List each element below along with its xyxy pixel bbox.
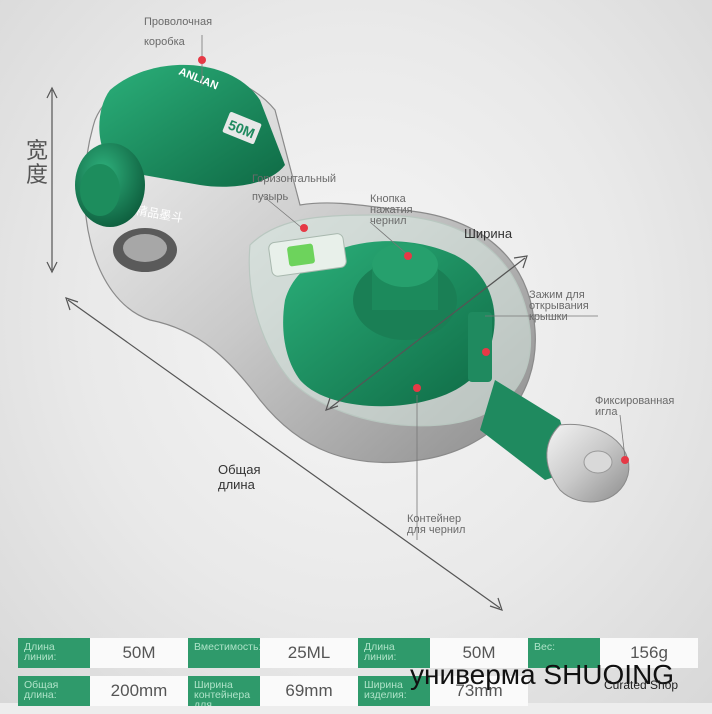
label-vertical-width: 宽度 [25,139,48,188]
spec-row-2: Общая длина: 200mm Ширина контейнера для… [18,676,708,706]
spec-key: Общая длина: [18,676,90,706]
ink-push-button [372,243,438,287]
spec-key: Длина линии: [18,638,90,668]
spec-value: 25ML [260,638,358,668]
spec-key: Ширина изделия: [358,676,430,706]
capacity-badge [222,112,262,144]
label-wire-box: Проволочная коробка [144,16,213,48]
spec-value: 73mm [430,676,528,706]
spec-value: 50M [90,638,188,668]
spec-value: 156g [600,638,698,668]
cover-clamp [468,312,492,382]
spec-row-1: Длина линии: 50M Вместимость: 25ML Длина… [18,638,708,668]
shop-tagline: Curated Shop [604,678,679,692]
callout-dots [198,56,629,464]
label-ink-container: Контейнер для чернил [407,513,466,536]
label-fixing-needle: Фиксированная игла [595,395,675,418]
spec-key: Длина линии: [358,638,430,668]
spec-value: 200mm [90,676,188,706]
reel-housing [99,64,286,187]
spec-table: Длина линии: 50M Вместимость: 25ML Длина… [18,638,708,714]
label-cover-clamp: Зажим для открывания крышки [529,289,589,323]
label-total-length: Общая длина [218,462,261,492]
spec-value: 50M [430,638,528,668]
shop-watermark: универма SHUOING [410,659,675,690]
label-bubble-level: Горизонтальный пузырь [252,173,337,203]
spec-key: Вместимость: [188,638,260,668]
label-width: Ширина [464,226,513,241]
label-ink-button: Кнопка нажатия чернил [370,193,413,227]
dimension-lines [46,86,528,611]
spec-key: Ширина контейнера для [188,676,260,706]
spec-key: Вес: [528,638,600,668]
spec-value: 69mm [260,676,358,706]
